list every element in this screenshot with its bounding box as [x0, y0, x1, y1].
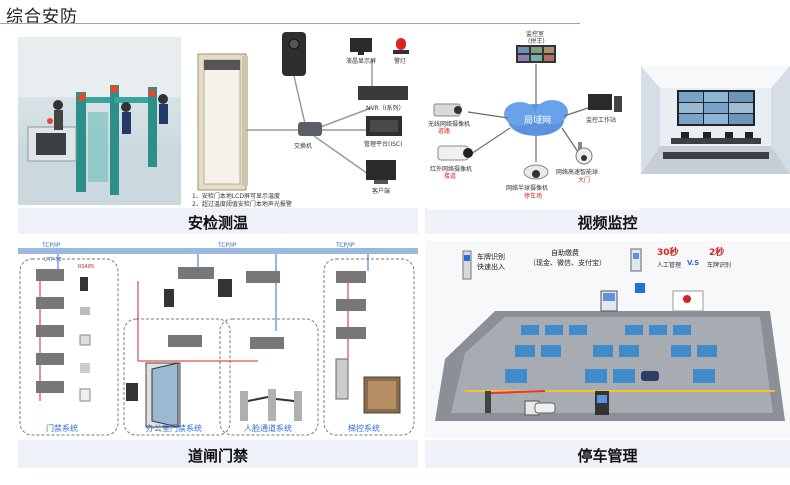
control-room-photo — [641, 66, 790, 174]
bus-label-utp: UTP-5E — [44, 257, 62, 263]
plate-recognition-sub-label: 快速出入 — [477, 262, 505, 271]
security-checkpoint-photo — [18, 37, 181, 205]
gate-protocol-label-2: TCP/IP — [217, 242, 237, 249]
speed-dome-label: 网络高速智能球 — [556, 168, 598, 176]
page-title: 综合安防 — [6, 7, 78, 27]
wireless-camera-label: 无线网络摄像机 — [428, 120, 470, 128]
platform-label: 管理平台(ISC) — [364, 140, 402, 148]
dome-camera-label: 网络半球摄像机 — [506, 184, 548, 192]
switch-label: 交换机 — [294, 142, 312, 150]
plate-recognition-label: 车牌识别 — [477, 252, 505, 261]
auto-recognition-label: 车牌识别 — [707, 261, 731, 269]
system-label-door: 门禁系统 — [46, 423, 78, 433]
access-control-diagram: TCP/IP TCP/IP TCP/IP UTP-5E RS485 — [18, 241, 418, 438]
gate-protocol-label-3: TCP/IP — [335, 242, 355, 249]
auto-time-label: 2秒 — [709, 246, 724, 258]
video-caption-bar — [425, 208, 790, 234]
lan-label: 局域网 — [524, 114, 551, 126]
alarm-label: 警灯 — [394, 57, 406, 65]
parking-lot-illustration: 车牌识别 快速出入 自助缴费 （现金、微信、支付宝） 30秒 人工管理 V.S … — [425, 241, 790, 438]
security-network-diagram: 交换机 液晶显示屏 警灯 NVR（I系列） 管理平台(ISC) 客户端 1、安检… — [186, 30, 418, 208]
parking-caption: 停车管理 — [577, 447, 638, 465]
security-caption-bar — [18, 208, 418, 234]
system-label-office: 办公室门禁系统 — [146, 423, 202, 433]
security-note-1: 1、安检门本地LCD屏可显示温度 — [192, 192, 280, 200]
gate-protocol-label-1: TCP/IP — [41, 242, 61, 249]
client-label: 客户端 — [372, 187, 390, 195]
gate-caption-bar — [18, 440, 418, 468]
display-label: 液晶显示屏 — [346, 57, 376, 65]
self-pay-sub-label: （现金、微信、支付宝） — [529, 258, 606, 267]
bus-label-rs485: RS485 — [78, 264, 94, 270]
system-label-face: 人脸通道系统 — [244, 423, 292, 433]
gate-caption: 道闸门禁 — [187, 447, 248, 465]
dome-camera-location: 停车场 — [524, 192, 542, 200]
wireless-camera-location: 道路 — [438, 127, 450, 135]
manual-management-label: 人工管理 — [657, 261, 681, 269]
security-note-2: 2、超过温度阈值安检门本地声光报警 — [192, 200, 292, 208]
ir-camera-location: 楼道 — [444, 172, 456, 180]
title-divider — [0, 23, 580, 24]
versus-label: V.S — [687, 259, 699, 267]
workstation-label: 监控工作站 — [586, 116, 616, 124]
speed-dome-location: 大门 — [578, 176, 590, 184]
system-label-elevator: 梯控系统 — [348, 423, 380, 433]
ir-camera-label: 红外网络摄像机 — [430, 165, 472, 173]
monitor-room-sub-label: (拼王) — [528, 37, 545, 45]
self-pay-label: 自助缴费 — [551, 248, 579, 257]
nvr-label: NVR（I系列） — [366, 104, 405, 112]
manual-time-label: 30秒 — [657, 246, 679, 258]
video-network-diagram: 局域网 监控室 (拼王) 无线网络摄像机 道路 红外网络摄像机 楼道 网络半球摄… — [428, 28, 640, 210]
monitor-room-label: 监控室 — [526, 30, 544, 38]
video-caption: 视频监控 — [577, 214, 638, 232]
parking-caption-bar — [425, 440, 790, 468]
security-caption: 安检测温 — [187, 214, 248, 232]
